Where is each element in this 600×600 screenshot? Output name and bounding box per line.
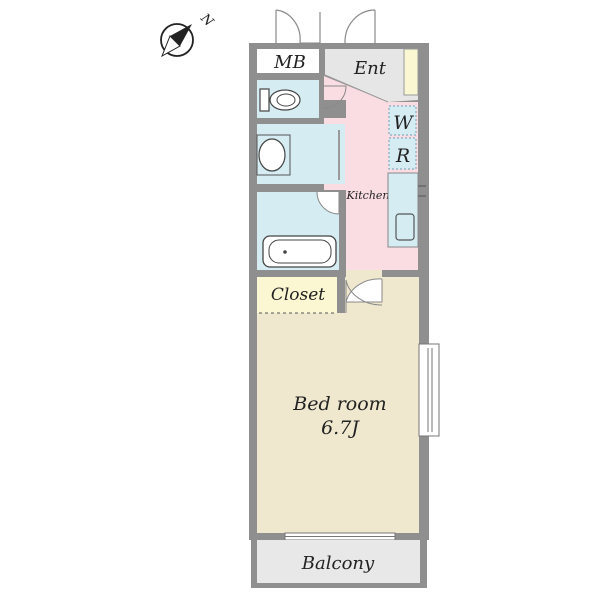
entrance-door: [273, 8, 323, 44]
compass-north-label: N: [197, 10, 217, 30]
shoe-cabinet: [403, 48, 419, 96]
kitchen-sink-icon: [395, 213, 415, 241]
entrance-area: [325, 49, 418, 102]
washbasin-icon: [258, 138, 286, 172]
window-bay: [418, 343, 440, 437]
refrigerator-label: R: [395, 145, 410, 167]
toilet-icon: [259, 88, 301, 112]
toilet-door-swing: [323, 85, 347, 109]
bedroom: [257, 277, 419, 533]
washer-label: W: [393, 112, 414, 134]
mb-label: MB: [273, 52, 306, 73]
kitchen-label: Kitchen: [346, 189, 390, 202]
bedroom-name-label: Bed room: [292, 393, 386, 415]
balcony-label: Balcony: [301, 553, 375, 574]
closet-label-front: Closet: [271, 285, 325, 305]
ent-label: Ent: [353, 58, 387, 79]
bath-door-swing: [316, 191, 340, 215]
washer-space: [388, 105, 417, 136]
compass-icon: N: [160, 10, 217, 58]
mb-room: [257, 49, 319, 73]
mb-door: [341, 8, 381, 44]
refrigerator-space: [388, 137, 417, 170]
bedroom-size-label: 6.7J: [321, 417, 360, 439]
